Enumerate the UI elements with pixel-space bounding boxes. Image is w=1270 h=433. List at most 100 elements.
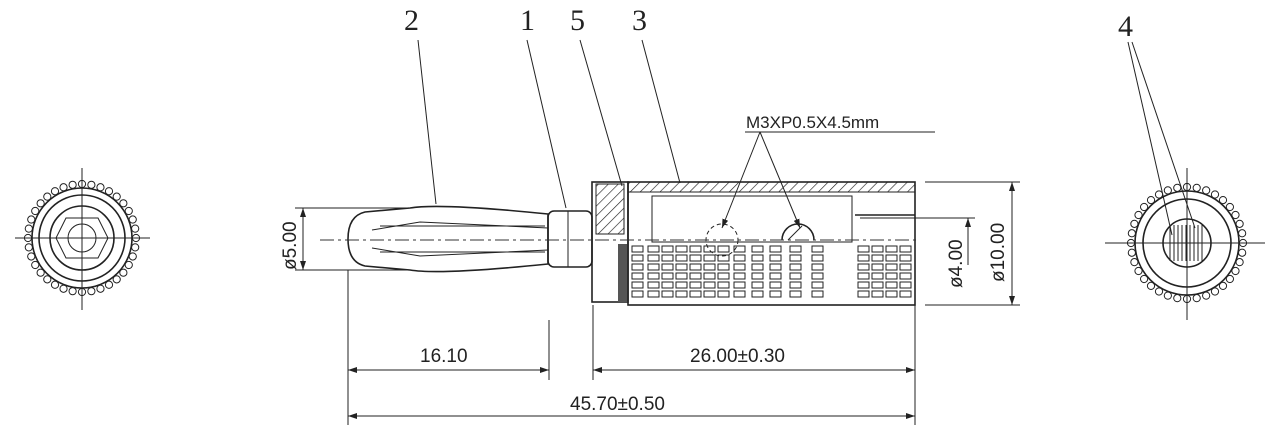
knurl-tooth [112,275,121,284]
knurl-tooth [87,287,96,296]
knurl-tooth [1134,210,1143,220]
knurl-cell [717,245,730,253]
knurl-cell [751,281,764,289]
knurl-cell [789,281,802,289]
callout-1: 1 [520,4,535,37]
knurl-tooth [104,187,114,196]
knurl-cell [857,263,870,271]
knurl-tooth [1231,210,1240,220]
knurl-tooth [1218,196,1228,205]
knurl-tooth [104,280,114,289]
knurl-cell [733,263,746,271]
knurl-cell [647,245,660,253]
knurl-tooth [1231,266,1240,276]
knurl-cell [631,272,644,280]
knurl-cell [885,272,898,280]
leader-lines [417,39,1196,236]
knurl-tooth [1225,202,1234,212]
knurl-cell [689,272,702,280]
knurl-cell [871,290,884,298]
threaded-section [591,181,629,303]
callout-4: 4 [1118,10,1133,43]
knurl-cell [811,272,824,280]
knurl-cell [811,254,824,262]
knurl-cell [661,272,674,280]
knurl-cell [717,254,730,262]
knurl-cell [899,245,912,253]
knurl-cell [769,254,782,262]
knurl-tooth [1225,274,1234,284]
knurl-tooth [1146,196,1156,205]
knurl-cell [751,254,764,262]
knurl-cell [885,290,898,298]
knurl-tooth [50,187,60,196]
knurl-cell [857,272,870,280]
knurl-cell [789,290,802,298]
knurl-cell [703,245,716,253]
knurl-cell [789,254,802,262]
knurl-cell [675,281,688,289]
knurl-cell [789,263,802,271]
knurl-cell [871,263,884,271]
knurl-cell [899,254,912,262]
pin-contact [347,205,549,273]
right-end-view [1105,168,1265,320]
knurl-cell [631,263,644,271]
knurl-cell [647,281,660,289]
knurl-cell [647,290,660,298]
knurl-cell [751,272,764,280]
knurl-cell [675,272,688,280]
outer-diameter-label: ø10.00 [988,223,1009,282]
knurl-cell [811,281,824,289]
knurl-tooth [1210,287,1220,296]
knurl-tooth [24,224,33,233]
knurl-cell [703,281,716,289]
knurl-cell [675,254,688,262]
knurl-cell [789,245,802,253]
knurl-cell [733,245,746,253]
knurl-tooth [124,206,133,216]
knurl-tooth [1140,274,1149,284]
knurl-cell [811,245,824,253]
knurl-cell [733,272,746,280]
knurl-cell [899,263,912,271]
knurl-cell [769,272,782,280]
knurl-cell [751,245,764,253]
knurl-cell [717,290,730,298]
knurl-cell [885,263,898,271]
knurl-tooth [1134,266,1143,276]
knurl-tooth [1173,183,1182,192]
left-end-view [15,168,150,310]
knurl-tooth [1192,294,1201,303]
knurl-cell [871,281,884,289]
thread-note: M3XP0.5X4.5mm [746,113,879,132]
knurl-grid [631,245,912,298]
knurl-tooth [1210,190,1220,199]
knurl-tooth [1140,202,1149,212]
inner-diameter-label: ø4.00 [946,239,967,288]
callout-2: 2 [404,4,419,37]
knurl-cell [871,254,884,262]
knurl-cell [733,281,746,289]
knurl-cell [661,281,674,289]
knurl-cell [631,254,644,262]
knurl-cell [661,263,674,271]
knurl-tooth [1127,248,1136,257]
knurl-cell [717,281,730,289]
knurl-cell [789,272,802,280]
knurl-cell [647,254,660,262]
knurl-cell [769,290,782,298]
knurl-cell [885,254,898,262]
knurl-tooth [31,206,40,216]
knurl-tooth [50,280,60,289]
collar [547,210,593,268]
knurl-tooth [24,243,33,252]
knurl-cell [647,263,660,271]
knurl-cell [631,290,644,298]
knurl-tooth [87,180,96,189]
body-length-label: 26.00±0.30 [690,346,785,367]
knurl-cell [899,290,912,298]
knurl-cell [689,263,702,271]
